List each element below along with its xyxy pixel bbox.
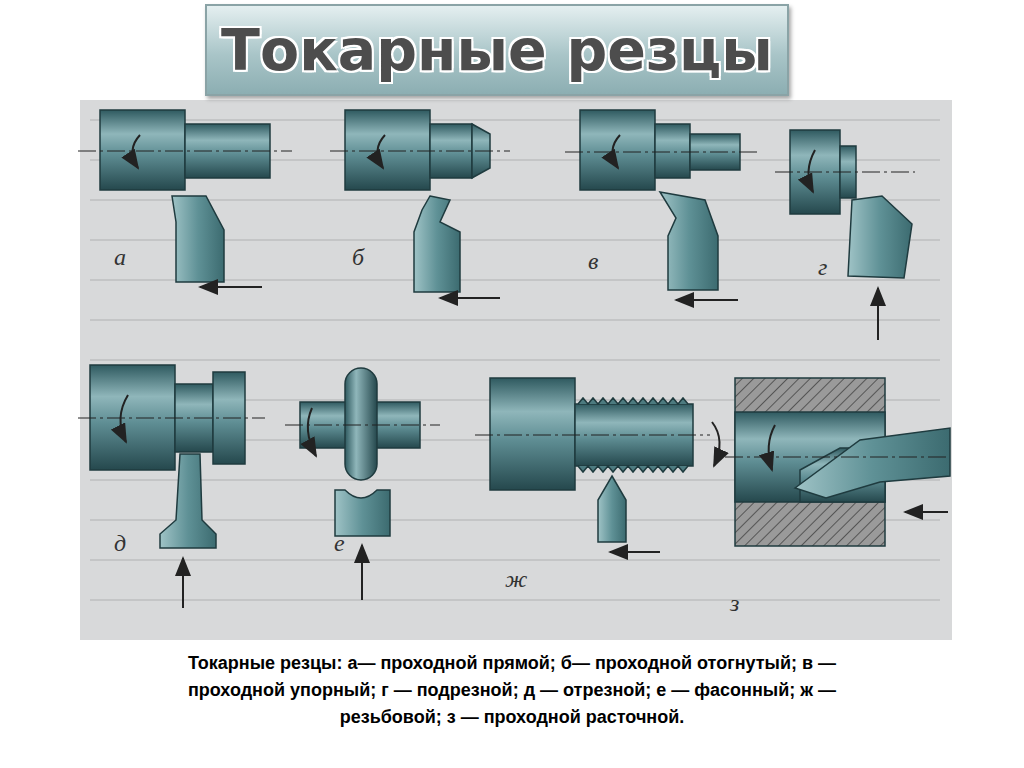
- figure-letter: в: [588, 248, 598, 275]
- caption-text: Токарные резцы: а— проходной прямой; б— …: [142, 650, 882, 731]
- figure-letter: а: [114, 244, 126, 271]
- figure-letter: е: [334, 530, 345, 557]
- figure-letter: д: [114, 530, 126, 557]
- figure-letter: ж: [505, 566, 527, 593]
- title-box: Токарные резцы: [205, 4, 789, 96]
- figure-letter: б: [352, 244, 364, 271]
- figure-ground: [80, 100, 952, 640]
- figure-letter: з: [730, 590, 739, 617]
- title-text: Токарные резцы: [221, 17, 773, 83]
- figure-letter: г: [818, 254, 827, 281]
